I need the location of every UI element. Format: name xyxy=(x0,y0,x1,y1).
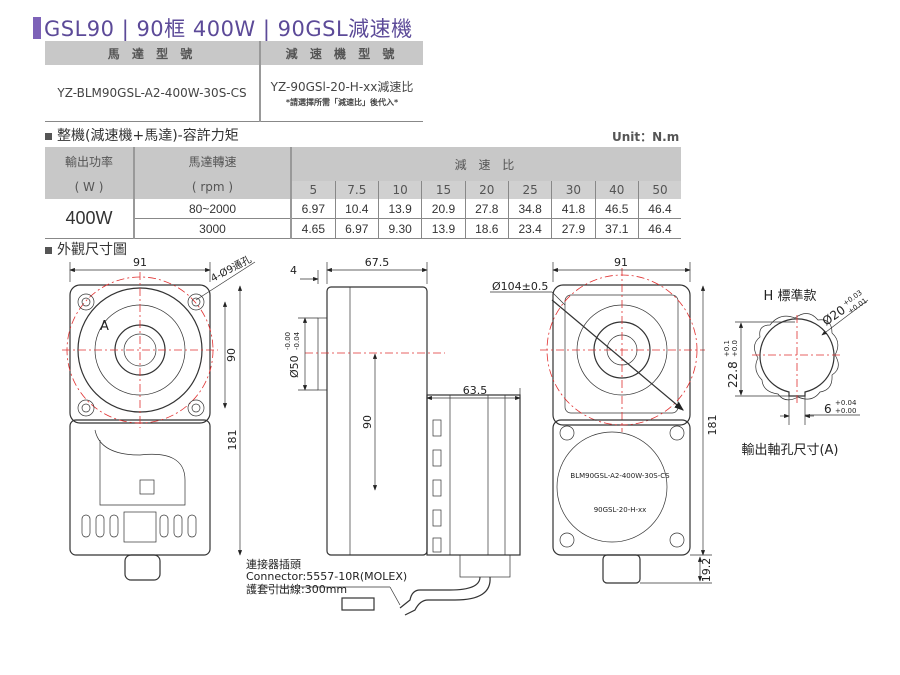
gear-model-note: *請選擇所需「減速比」後代入* xyxy=(285,98,399,107)
connector-line3: 護套引出線:300mm xyxy=(246,582,347,596)
torque-value: 4.65 xyxy=(290,218,336,239)
ratio-header-cell: 50 xyxy=(637,181,681,199)
unit-label: Unit：N.m xyxy=(612,130,680,144)
rear-motor-label: BLM90GSL-A2-400W-30S-CS xyxy=(570,472,670,480)
torque-value: 6.97 xyxy=(334,218,379,239)
speed-value: 3000 xyxy=(133,218,292,239)
torque-value: 9.30 xyxy=(377,218,422,239)
torque-value: 37.1 xyxy=(594,218,639,239)
shaft-label-a: A xyxy=(100,319,109,334)
torque-value: 13.9 xyxy=(421,218,466,239)
ratio-header-cell: 10 xyxy=(377,181,422,199)
shaft-title: H 標準款 xyxy=(764,288,817,304)
side-shaft-tol-upper: -0.00 xyxy=(284,332,292,350)
front-width-dim: 91 xyxy=(133,256,147,269)
gear-model-header: 減 速 機 型 號 xyxy=(260,41,423,65)
bullet-icon xyxy=(45,246,52,254)
front-holes-dim: 4-Ø9通孔 xyxy=(209,253,254,284)
torque-value: 46.4 xyxy=(637,199,681,219)
side-length-dim: 67.5 xyxy=(365,256,390,269)
front-view: 91 4-Ø9通孔 90 181 A xyxy=(62,253,256,581)
ratio-header-cell: 20 xyxy=(464,181,509,199)
shaft-dia: Ø20 xyxy=(820,303,848,329)
speed-value: 80~2000 xyxy=(133,199,292,219)
key-height-tol-lower: +0.0 xyxy=(731,340,739,357)
motor-model-header: 馬 達 型 號 xyxy=(45,41,262,65)
side-shaft-tol-lower: -0.04 xyxy=(293,331,301,350)
side-view: 67.5 4 Ø50 -0.00 -0.04 90 63.5 連接器插頭 Con… xyxy=(246,256,521,616)
connector-line1: 連接器插頭 xyxy=(246,557,301,571)
rear-pcd-dim: Ø104±0.5 xyxy=(492,280,548,293)
ratio-header-cell: 30 xyxy=(551,181,596,199)
torque-value: 10.4 xyxy=(334,199,379,219)
page-title: GSL90 | 90框 400W | 90GSL減速機 xyxy=(44,17,413,41)
torque-value: 23.4 xyxy=(507,218,552,239)
power-unit-label: ( W ) xyxy=(74,179,104,194)
speed-unit-label: ( rpm ) xyxy=(191,179,234,194)
rear-height-dim: 181 xyxy=(706,415,719,436)
power-value: 400W xyxy=(45,199,135,239)
shaft-caption: 輸出軸孔尺寸(A) xyxy=(741,443,838,458)
rear-connector-height: 19.2 xyxy=(700,558,713,583)
torque-value: 27.9 xyxy=(551,218,596,239)
torque-value: 46.4 xyxy=(637,218,681,239)
ratio-header: 減 速 比 xyxy=(291,147,681,181)
key-width-tol-lower: +0.00 xyxy=(835,407,856,415)
side-shaft-dia: Ø50 xyxy=(288,355,301,378)
ratio-header-cell: 7.5 xyxy=(334,181,379,199)
torque-value: 46.5 xyxy=(594,199,639,219)
motor-model: YZ-BLM90GSL-A2-400W-30S-CS xyxy=(45,65,262,122)
front-height-dim: 181 xyxy=(226,430,239,451)
torque-section-label: 整機(減速機+馬達)-容許力矩 xyxy=(57,128,239,144)
shaft-detail: H 標準款 Ø20 +0.03 +0.01 22.8 +0.1 +0.0 6 +… xyxy=(723,288,869,458)
key-width-dim: 6 xyxy=(824,402,832,416)
torque-value: 27.8 xyxy=(464,199,509,219)
power-header: 輸出功率 ( W ) xyxy=(45,147,135,199)
drawing-section-label: 外觀尺寸圖 xyxy=(57,242,127,258)
torque-value: 6.97 xyxy=(290,199,336,219)
rear-width-dim: 91 xyxy=(614,256,628,269)
front-pitch-dim: 90 xyxy=(225,348,238,362)
speed-header-label: 馬達轉速 xyxy=(188,154,237,169)
connector-line2: Connector:5557-10R(MOLEX) xyxy=(246,570,407,583)
torque-value: 41.8 xyxy=(551,199,596,219)
key-width-tol-upper: +0.04 xyxy=(835,399,857,407)
power-header-label: 輸出功率 xyxy=(64,154,113,169)
title-accent-bar xyxy=(33,17,41,39)
torque-value: 13.9 xyxy=(377,199,422,219)
key-height-tol-upper: +0.1 xyxy=(723,340,731,357)
ratio-header-cell: 25 xyxy=(507,181,552,199)
ratio-header-cell: 15 xyxy=(421,181,466,199)
bullet-icon xyxy=(45,132,52,140)
side-flange-dim: 4 xyxy=(290,264,297,277)
side-motor-length: 63.5 xyxy=(463,384,488,397)
key-height-dim: 22.8 xyxy=(726,361,740,388)
gear-model-cell: YZ-90GSl-20-H-xx減速比 *請選擇所需「減速比」後代入* xyxy=(260,65,423,122)
torque-value: 34.8 xyxy=(507,199,552,219)
rear-gear-label: 90GSL-20-H-xx xyxy=(594,506,647,514)
ratio-header-cell: 5 xyxy=(290,181,336,199)
gear-model: YZ-90GSl-20-H-xx減速比 xyxy=(270,80,414,94)
side-center-height: 90 xyxy=(361,415,374,429)
ratio-header-cell: 40 xyxy=(594,181,639,199)
torque-value: 20.9 xyxy=(421,199,466,219)
torque-value: 18.6 xyxy=(464,218,509,239)
torque-section-title: 整機(減速機+馬達)-容許力矩 xyxy=(45,125,239,145)
rear-view: Ø104±0.5 BLM90GSL-A2-400W-30S-CS 90GSL-2… xyxy=(490,256,719,584)
speed-header: 馬達轉速 ( rpm ) xyxy=(134,147,292,199)
model-table: 馬 達 型 號 減 速 機 型 號 YZ-BLM90GSL-A2-400W-30… xyxy=(45,41,423,122)
drawing-section-title: 外觀尺寸圖 xyxy=(45,239,127,259)
